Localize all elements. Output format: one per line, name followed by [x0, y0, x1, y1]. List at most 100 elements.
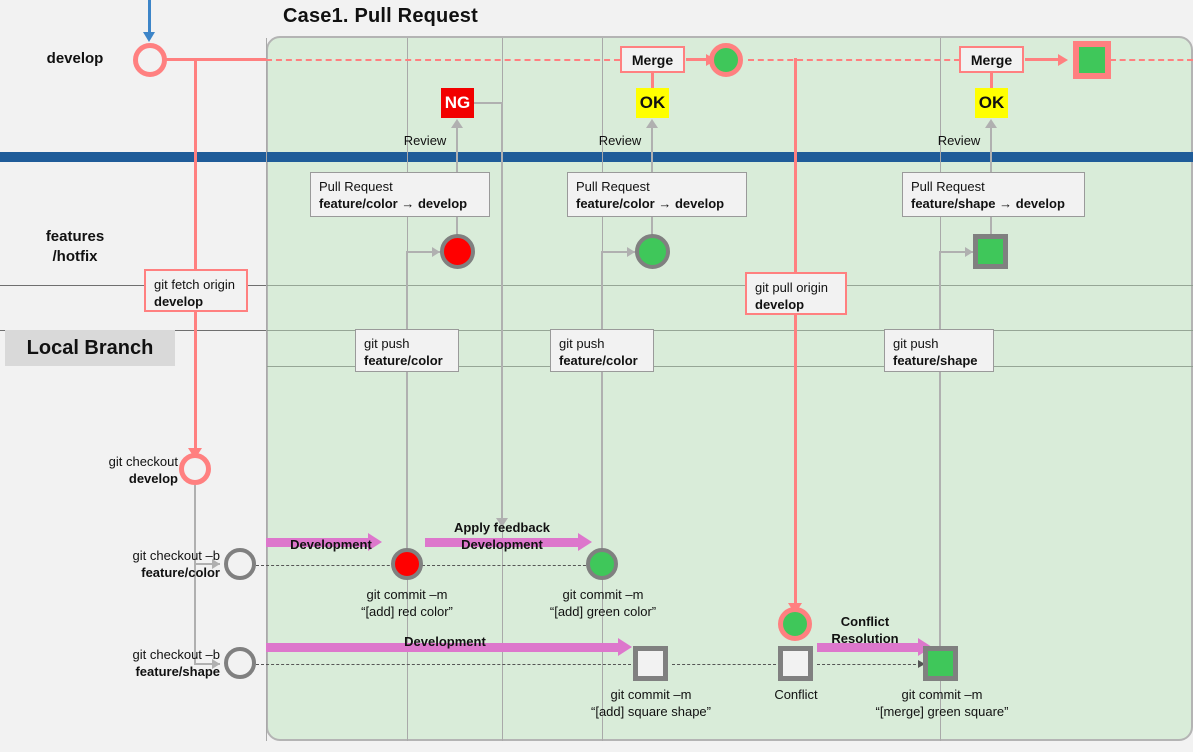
flow-label-apply-feedback-1: Apply feedback [453, 520, 551, 535]
ng-feedback-line-v [501, 102, 503, 522]
checkout-color-line1: git checkout –b [132, 548, 220, 563]
node-pulled-develop-green [778, 607, 812, 641]
push1-arrow-v [406, 251, 408, 330]
develop-timeline-dash-3 [1110, 59, 1193, 61]
remote-local-separator [0, 152, 1193, 162]
box-pull-request-2[interactable]: Pull Request feature/color → develop [567, 172, 747, 217]
node-develop-origin [133, 43, 167, 77]
develop-timeline-dash-1 [266, 59, 620, 61]
push3-arrow-v [939, 251, 941, 330]
checkout-develop-line1: git checkout [108, 454, 178, 469]
box-pull-request-1-line1: Pull Request [319, 179, 393, 194]
box-git-pull-line2: develop [755, 297, 805, 312]
checkout-shape-line2: feature/shape [135, 664, 220, 679]
status-chip-ng: NG [441, 88, 474, 118]
review3-arrowhead [985, 119, 997, 128]
review-label-2: Review [598, 133, 642, 148]
push3-arrow-h [939, 251, 973, 253]
merge2-to-node-line [1025, 58, 1063, 61]
box-git-pull[interactable]: git pull origin develop [745, 272, 847, 315]
flow-apply-feedback-bar [425, 538, 580, 547]
node-commit-red-color [391, 548, 423, 580]
box-git-pull-line1: git pull origin [755, 280, 828, 295]
box-git-fetch[interactable]: git fetch origin develop [144, 269, 248, 312]
box-git-fetch-line2: develop [154, 294, 204, 309]
node-commit-merge-green-square [923, 646, 958, 681]
status-chip-ok-1: OK [636, 88, 669, 118]
develop-pull-line [794, 58, 797, 611]
box-pull-request-3[interactable]: Pull Request feature/shape → develop [902, 172, 1085, 217]
flow-label-conflict-1: Conflict [840, 614, 890, 629]
lane-divider-local-top-right [266, 330, 1193, 331]
incoming-develop-line [148, 0, 151, 34]
box-git-push-2-line2: feature/color [559, 353, 638, 368]
branch-tree-color-h [194, 563, 220, 565]
node-commit-square-shape [633, 646, 668, 681]
box-pull-request-2-line1: Pull Request [576, 179, 650, 194]
box-git-push-1-line2: feature/color [364, 353, 443, 368]
feature-shape-timeline-arrowhead [918, 660, 925, 668]
ng-feedback-arrowhead [496, 518, 508, 527]
feature-shape-timeline-dash-3 [817, 664, 921, 665]
commit-merge-line1: git commit –m [901, 687, 983, 702]
flow-label-development-1: Development [290, 537, 372, 552]
flow-conflict-resolution-bar [817, 643, 921, 652]
pr3-node-connector [990, 217, 992, 237]
merge2-arrowhead [1058, 54, 1068, 66]
ng-feedback-line-h [474, 102, 503, 104]
flow-label-conflict-2: Resolution [831, 631, 899, 646]
develop-line-solid [166, 58, 266, 61]
lane-divider-features-bottom-left [0, 285, 266, 286]
push1-arrow-h [406, 251, 440, 253]
box-pull-request-3-line1: Pull Request [911, 179, 985, 194]
branch-tree-color-arrowhead [212, 559, 220, 569]
lane-label-develop: develop [46, 50, 104, 67]
box-pull-request-3-line2: feature/shape → develop [911, 196, 1065, 211]
grid-col-0 [266, 38, 267, 741]
node-remote-red-circle [440, 234, 475, 269]
box-git-push-1[interactable]: git push feature/color [355, 329, 459, 372]
flow-development-2-arrowhead [618, 638, 632, 656]
node-local-feature-color-start [224, 548, 256, 580]
merge-box-2[interactable]: Merge [959, 46, 1024, 73]
develop-timeline-dash-2 [748, 59, 960, 61]
commit-red-line1: git commit –m [366, 587, 448, 602]
push3-arrowhead [965, 247, 973, 257]
box-git-fetch-line1: git fetch origin [154, 277, 235, 292]
push2-arrow-v [601, 251, 603, 330]
page-title: Case1. Pull Request [283, 5, 478, 27]
lane-label-features-line2: /hotfix [52, 248, 98, 265]
status-chip-ok-2: OK [975, 88, 1008, 118]
commit-red-line2: “[add] red color” [361, 604, 453, 619]
review1-arrowhead [451, 119, 463, 128]
node-conflict-square [778, 646, 813, 681]
box-git-push-3[interactable]: git push feature/shape [884, 329, 994, 372]
box-git-push-2[interactable]: git push feature/color [550, 329, 654, 372]
pr1-node-connector [456, 217, 458, 237]
push2-arrow-h [601, 251, 635, 253]
push2-arrowhead [627, 247, 635, 257]
checkout-develop-line2: develop [128, 471, 178, 486]
branch-tree-shape-arrowhead [212, 659, 220, 669]
feature-shape-timeline-dash-1 [256, 664, 631, 665]
feature-shape-timeline-dash-2 [672, 664, 776, 665]
feature-color-timeline-dash [256, 565, 596, 566]
commit-square-line2: “[add] square shape” [591, 704, 711, 719]
branch-tree-shape-h [194, 663, 220, 665]
box-pull-request-2-line2: feature/color → develop [576, 196, 725, 211]
merge2-ok-connector [990, 73, 993, 88]
box-git-push-2-line1: git push [559, 336, 605, 351]
flow-development-1-arrowhead [368, 533, 382, 551]
flow-label-apply-feedback-2: Development [461, 537, 543, 552]
node-develop-merged-green-square [1073, 41, 1111, 79]
merge-box-1[interactable]: Merge [620, 46, 685, 73]
commit-green-line1: git commit –m [562, 587, 644, 602]
checkout-color-line2: feature/color [141, 565, 220, 580]
box-git-push-3-line2: feature/shape [893, 353, 978, 368]
push3-to-commit-line [939, 372, 941, 662]
box-git-push-3-line1: git push [893, 336, 939, 351]
node-remote-green-square [973, 234, 1008, 269]
flow-development-1-bar [266, 538, 370, 547]
push1-to-commit-line [406, 372, 408, 564]
box-pull-request-1[interactable]: Pull Request feature/color → develop [310, 172, 490, 217]
